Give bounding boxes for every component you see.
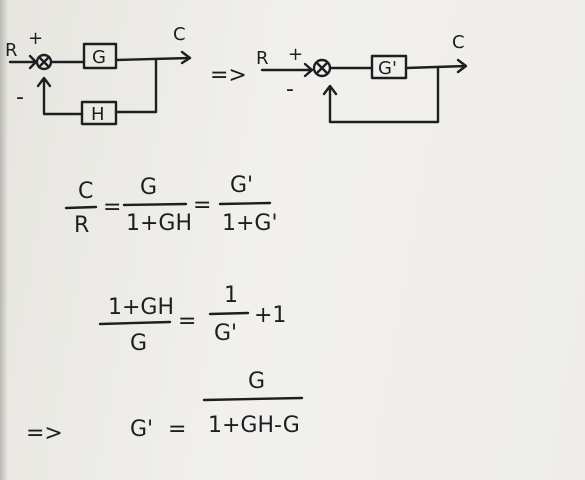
left-forward-block: [82, 42, 118, 70]
eq1-mid-numerator: G: [140, 175, 157, 200]
eq2-lhs-numerator: 1+GH: [108, 295, 174, 320]
right-forward-block-label: G': [378, 58, 397, 79]
left-summing-junction: [35, 53, 53, 71]
eq2-rhs-denominator: G': [214, 321, 237, 346]
right-block-diagram: R + - G' C: [256, 32, 468, 124]
left-block-diagram: R + - G C H: [5, 24, 192, 126]
left-output-arrow: [114, 50, 192, 65]
eq2-rhs-fraction-bar: [208, 311, 250, 316]
eq1-lhs-fraction-bar: [64, 205, 98, 210]
eq3-rhs-fraction-bar: [202, 396, 304, 402]
page-edge-shadow: [0, 0, 8, 480]
eq1-equals-1: =: [103, 195, 121, 220]
eq1-mid-denominator: 1+GH: [126, 211, 192, 236]
right-output-label: C: [452, 32, 465, 53]
left-plus-sign: +: [28, 28, 43, 49]
eq2-rhs-tail: +1: [254, 303, 286, 328]
right-input-label: R: [256, 48, 269, 69]
equation-3: => G' = G 1+GH-G: [26, 369, 304, 446]
left-feedback-return-arrow: [36, 76, 84, 116]
left-feedback-takeoff: [114, 58, 158, 114]
right-output-arrow: [404, 58, 468, 74]
eq3-rhs-denominator: 1+GH-G: [208, 413, 300, 438]
eq1-equals-2: =: [193, 193, 211, 218]
right-feedback-loop: [322, 65, 440, 124]
eq2-lhs-fraction-bar: [98, 320, 172, 326]
left-feedback-block-label: H: [91, 104, 105, 125]
eq3-implies-arrow: =>: [26, 421, 63, 446]
eq2-lhs-denominator: G: [130, 331, 147, 356]
right-summing-junction: [312, 58, 332, 78]
right-input-arrow: [260, 62, 314, 78]
eq1-rhs-numerator: G': [230, 173, 253, 198]
eq2-equals: =: [178, 309, 196, 334]
right-minus-sign: -: [286, 77, 294, 102]
eq3-equals: =: [168, 417, 186, 442]
eq1-lhs-denominator: R: [74, 213, 89, 238]
eq3-lhs: G': [130, 417, 153, 442]
eq2-rhs-numerator: 1: [224, 283, 238, 308]
eq3-rhs-numerator: G: [248, 369, 265, 394]
equation-1: C R = G 1+GH = G' 1+G': [64, 173, 278, 238]
right-plus-sign: +: [288, 44, 303, 65]
left-forward-block-label: G: [92, 47, 106, 68]
eq1-rhs-denominator: 1+G': [222, 211, 278, 236]
left-minus-sign: -: [16, 85, 24, 110]
implies-arrow-1: =>: [210, 63, 247, 88]
eq1-mid-fraction-bar: [122, 202, 188, 207]
left-output-label: C: [173, 24, 186, 45]
eq1-lhs-numerator: C: [78, 179, 93, 204]
eq1-rhs-fraction-bar: [218, 201, 272, 206]
left-input-label: R: [5, 40, 18, 61]
equation-2: 1+GH G = 1 G' +1: [98, 283, 286, 356]
